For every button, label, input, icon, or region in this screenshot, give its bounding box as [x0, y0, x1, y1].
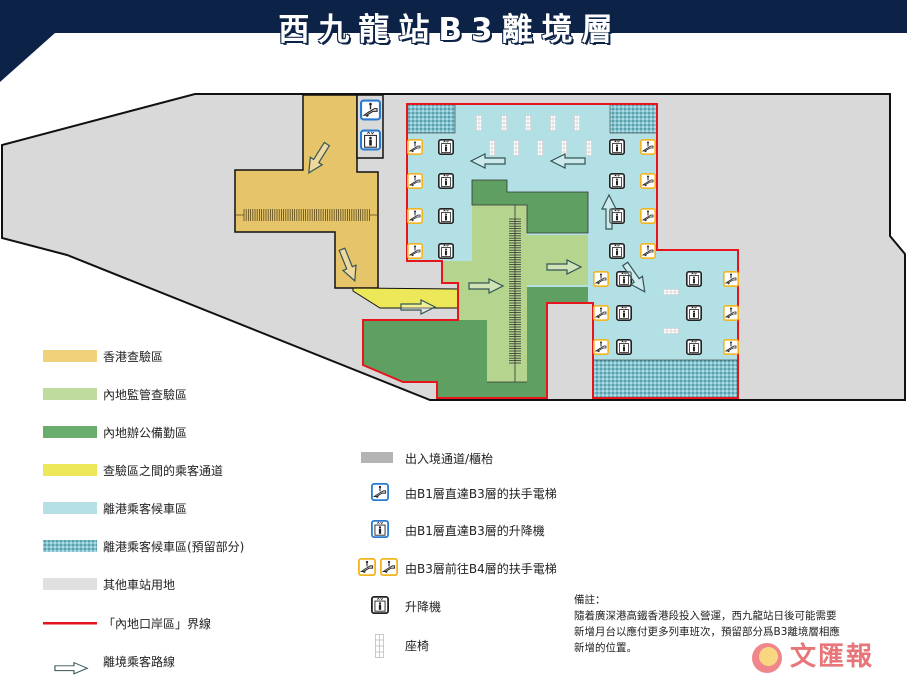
legend-label: 香港查驗區 [103, 350, 164, 364]
elevator-icon [609, 139, 625, 155]
b4-escalator-icon [593, 271, 609, 287]
seat-icon [537, 140, 543, 156]
b4-escalator-icon [593, 305, 609, 321]
reserved-waiting-area [406, 103, 456, 134]
legend-b4-escalator-icon [358, 557, 376, 577]
legend-seat-icon [375, 634, 384, 658]
legend-symbol-label: 升降機 [405, 600, 442, 614]
seat-icon [476, 115, 482, 131]
legend-label: 離境乘客路線 [103, 655, 176, 669]
legend-label: 查驗區之間的乘客通道 [103, 464, 224, 478]
legend-symbol-label: 由B1層直達B3層的扶手電梯 [405, 487, 557, 501]
b4-escalator-icon [723, 339, 739, 355]
elevator-icon [438, 139, 454, 155]
legend-swatch-other [43, 578, 97, 590]
legend-b1-escalator-icon [371, 482, 389, 502]
legend-swatch-boundary [43, 622, 97, 625]
seat-icon [550, 115, 556, 131]
legend-symbol-label: 由B3層前往B4層的扶手電梯 [405, 562, 557, 576]
elevator-icon [616, 305, 632, 321]
elevator-icon [686, 305, 702, 321]
legend-symbol-label: 出入境通道/櫃枱 [405, 452, 494, 466]
elevator-icon [438, 173, 454, 189]
elevator-icon [609, 243, 625, 259]
mainland-office-area-bottom [363, 287, 588, 398]
b4-escalator-icon [640, 208, 656, 224]
b4-escalator-icon [407, 243, 423, 259]
elevator-icon [616, 339, 632, 355]
b4-escalator-icon [640, 243, 656, 259]
legend-label: 「內地口岸區」界線 [103, 617, 212, 631]
title-banner [0, 0, 907, 82]
b4-escalator-icon [407, 208, 423, 224]
legend-swatch-inspection [43, 388, 97, 400]
immigration-counters-hk [236, 209, 378, 221]
seat-icon [586, 140, 592, 156]
legend-label: 其他車站用地 [103, 578, 176, 592]
seat-icon [513, 140, 519, 156]
watermark-logo-icon [752, 643, 782, 673]
mainland-office-area-top [471, 179, 589, 234]
b4-escalator-icon [640, 139, 656, 155]
elevator-icon [438, 208, 454, 224]
legend-swatch-hk [43, 350, 97, 362]
seat-icon [574, 115, 580, 131]
notes-line: 隨着廣深港高鐵香港段投入營運，西九龍站日後可能需要 [574, 610, 837, 622]
legend-elevator-icon [371, 595, 389, 615]
legend-b1-elevator-icon [371, 519, 389, 539]
legend-symbol-label: 座椅 [405, 639, 430, 653]
watermark: 文匯報 [790, 642, 875, 672]
b1-elevator-icon [360, 129, 381, 151]
legend-swatch-office [43, 426, 97, 438]
seat-icon [561, 140, 567, 156]
legend-symbol-label: 由B1層直達B3層的升降機 [405, 524, 545, 538]
legend-b4-escalator-icon [380, 557, 398, 577]
reserved-waiting-area [592, 359, 739, 399]
seat-icon [525, 115, 531, 131]
legend-swatch-reserved [43, 540, 97, 552]
seat-icon [489, 140, 495, 156]
legend-label: 離港乘客候車區 [103, 502, 188, 516]
elevator-icon [686, 271, 702, 287]
seat-icon [663, 289, 679, 295]
legend-label: 內地監管查驗區 [103, 388, 188, 402]
seat-icon [501, 115, 507, 131]
b4-escalator-icon [593, 339, 609, 355]
legend-swatch-passage [43, 464, 97, 476]
notes-line: 新增月台以應付更多列車班次，預留部分爲B3離境層相應 [574, 626, 840, 638]
notes-line: 新增的位置。 [574, 642, 637, 654]
b4-escalator-icon [407, 173, 423, 189]
b4-escalator-icon [640, 173, 656, 189]
legend-label: 內地辦公備勤區 [103, 426, 188, 440]
b1-escalator-icon [360, 99, 381, 121]
elevator-icon [438, 243, 454, 259]
b4-escalator-icon [407, 139, 423, 155]
legend-swatch-waiting [43, 502, 97, 514]
b4-escalator-icon [723, 305, 739, 321]
notes: 備註： 隨着廣深港高鐵香港段投入營運，西九龍站日後可能需要 新增月台以應付更多列… [574, 592, 840, 656]
elevator-icon [686, 339, 702, 355]
b4-escalator-icon [723, 271, 739, 287]
page-title: 西九龍站B3離境層 [278, 12, 622, 48]
legend-gate-bars-icon [361, 452, 393, 463]
elevator-icon [609, 173, 625, 189]
notes-heading: 備註： [574, 594, 606, 606]
reserved-waiting-area [609, 103, 658, 134]
legend-label: 離港乘客候車區(預留部分) [103, 540, 245, 554]
legend-route-arrow-icon [54, 662, 88, 675]
seat-icon [663, 328, 679, 334]
